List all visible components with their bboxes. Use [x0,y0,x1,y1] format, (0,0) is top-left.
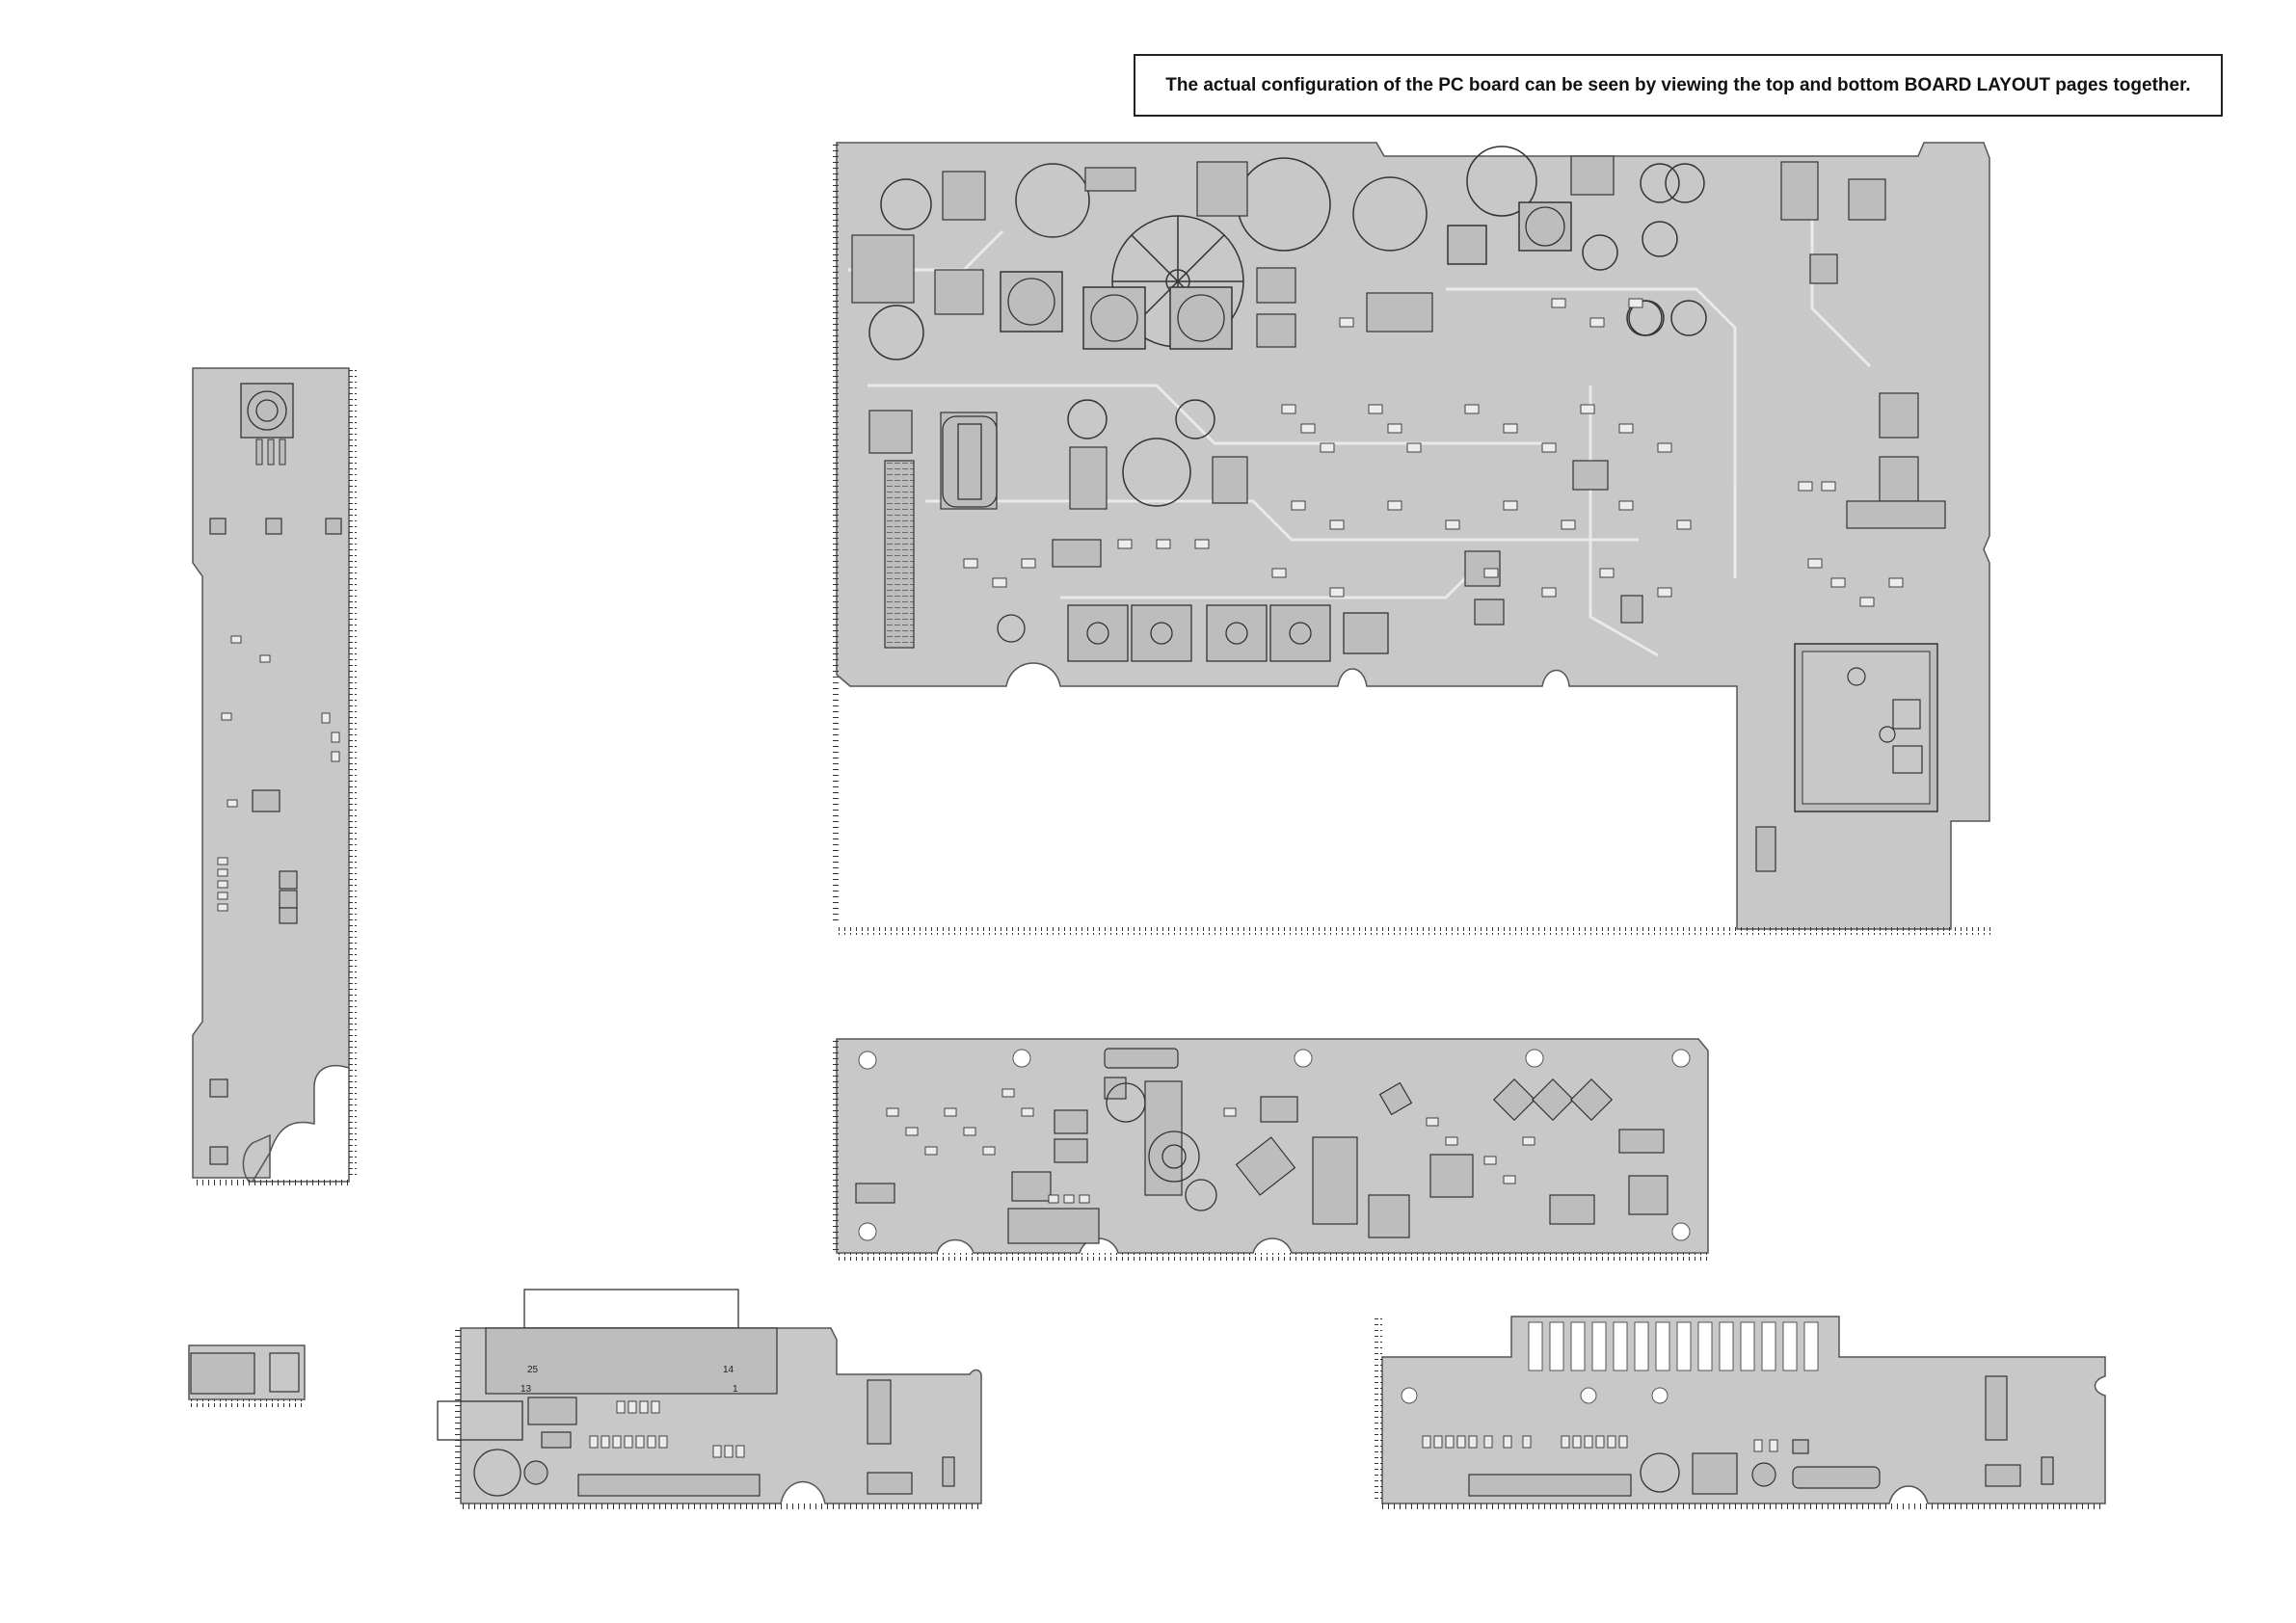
db25-connector-icon [524,1290,738,1328]
main-board-connector [885,461,914,648]
front-panel-board [193,368,357,1187]
pin-label-14: 14 [723,1365,734,1375]
small-jack-board [189,1345,305,1407]
edge-connector-board [1375,1317,2105,1511]
main-board-scale-y [831,143,839,925]
interface-board: 25 14 13 1 [438,1290,981,1511]
pin-label-1: 1 [733,1384,738,1395]
power-amp-board [831,1039,1708,1261]
front-panel-board-outline [193,368,349,1182]
main-board-scale-x [839,927,1991,935]
transformer-icon [943,416,997,507]
shield-can [1795,644,1937,812]
pin-label-13: 13 [521,1384,532,1395]
main-board [831,143,1991,935]
pin-label-25: 25 [527,1365,539,1375]
